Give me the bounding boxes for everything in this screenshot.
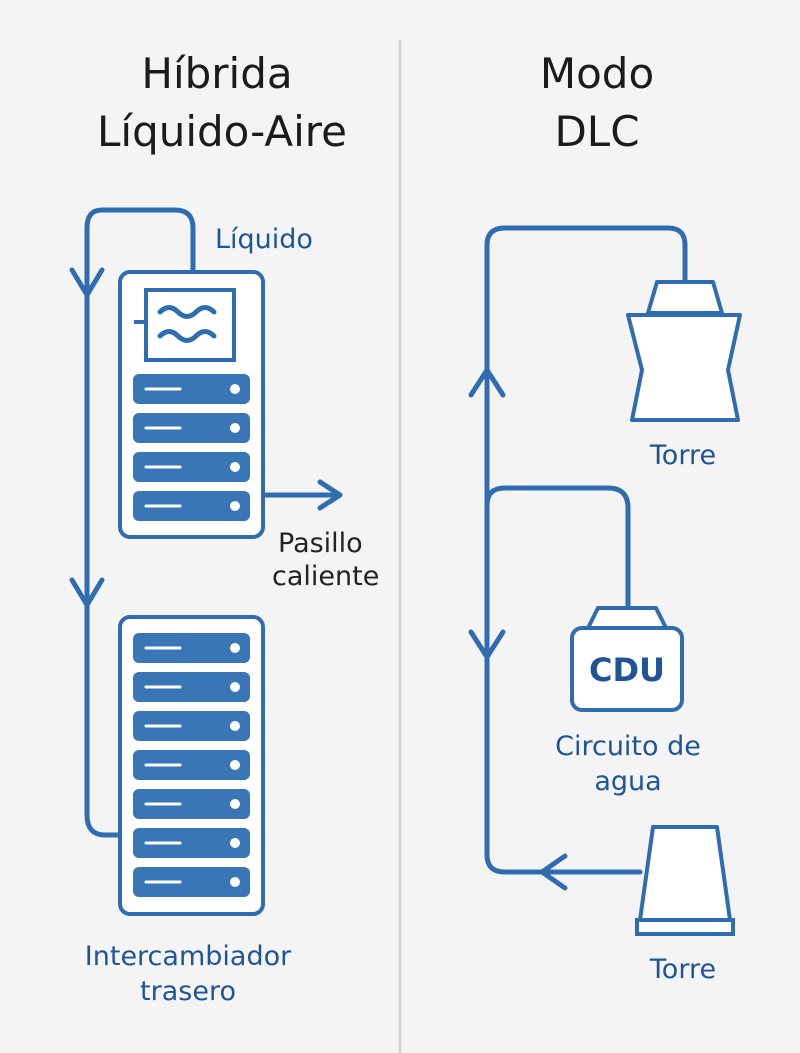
- server-slot: [133, 867, 250, 897]
- hot-aisle-label-line1: Pasillo: [278, 528, 363, 559]
- tower-bottom-label: Torre: [649, 954, 716, 985]
- right-title-line1: Modo: [540, 49, 654, 98]
- heat-exchanger-panel: [134, 288, 236, 362]
- hot-air-arrow: [262, 479, 343, 511]
- wave-icon: [157, 305, 217, 319]
- bottom-rack-slots: [133, 633, 250, 897]
- dlc-main-loop-pipe: [484, 225, 688, 875]
- flow-arrow-down: [468, 629, 506, 660]
- server-slot: [133, 491, 250, 521]
- server-slot: [133, 750, 250, 780]
- exchanger-label-line1: Intercambiador: [85, 941, 292, 972]
- hot-aisle-label-line2: caliente: [272, 561, 379, 592]
- left-title-line2: Líquido-Aire: [97, 107, 347, 156]
- flow-arrow-down-upper: [69, 267, 105, 298]
- server-slot: [133, 413, 250, 443]
- bottom-cooling-tower-icon: [635, 825, 735, 936]
- exchanger-label-line2: trasero: [140, 976, 236, 1007]
- tower-top-label: Torre: [649, 440, 716, 471]
- flow-arrow-left: [539, 853, 568, 891]
- flow-arrow-up: [468, 367, 506, 398]
- cdu-unit-icon: [570, 606, 684, 712]
- right-title-line2: DLC: [554, 107, 639, 156]
- water-loop-label-line1: Circuito de: [555, 731, 701, 762]
- top-cooling-tower-icon: [626, 280, 742, 422]
- server-slot: [133, 452, 250, 482]
- server-slot: [133, 374, 250, 404]
- cdu-label: CDU: [589, 651, 665, 689]
- water-loop-label-line2: agua: [594, 766, 661, 797]
- server-slot: [133, 633, 250, 663]
- liquid-loop-pipe: [84, 207, 196, 838]
- flow-arrow-down-lower: [69, 577, 105, 608]
- server-slot: [133, 711, 250, 741]
- server-slot: [133, 828, 250, 858]
- wave-icon: [157, 329, 217, 343]
- liquid-label: Líquido: [215, 224, 313, 255]
- top-rack-slots: [133, 374, 250, 521]
- server-slot: [133, 672, 250, 702]
- left-title-line1: Híbrida: [141, 49, 292, 98]
- server-slot: [133, 789, 250, 819]
- cdu-branch-pipe: [484, 485, 631, 611]
